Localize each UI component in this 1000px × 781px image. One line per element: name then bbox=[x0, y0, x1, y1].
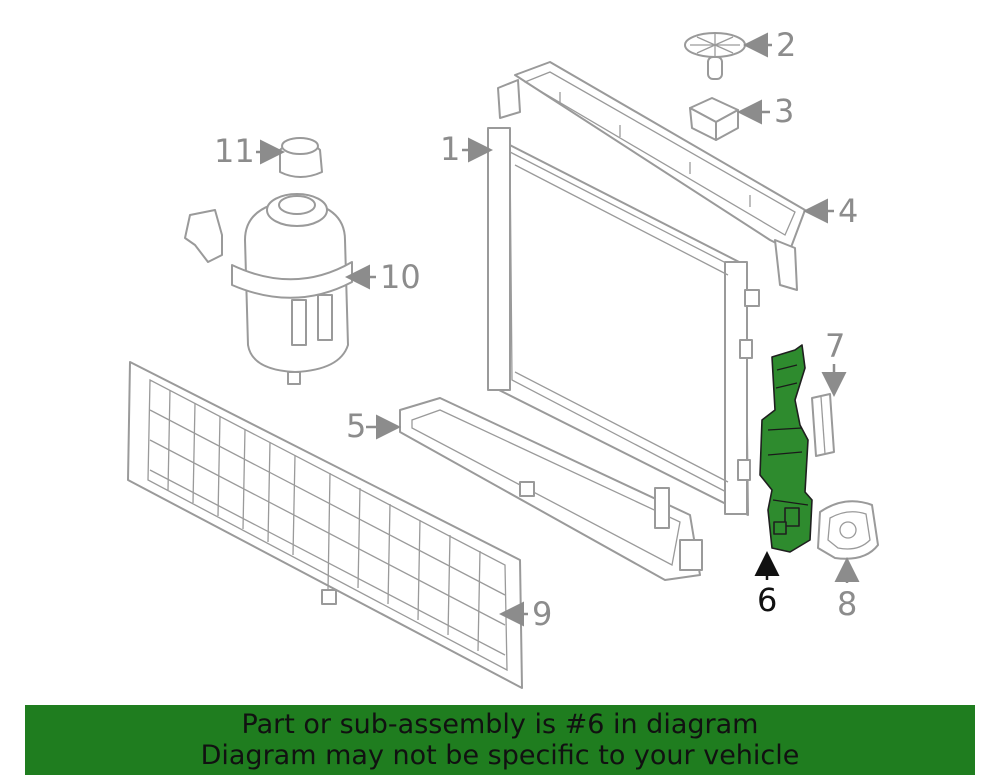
seal-strip-part bbox=[811, 393, 835, 457]
callout-6: 6 bbox=[754, 551, 780, 619]
callout-10: 10 bbox=[345, 258, 421, 296]
upper-carrier-part bbox=[497, 61, 806, 291]
callout-8: 8 bbox=[834, 557, 860, 623]
svg-text:11: 11 bbox=[214, 132, 255, 170]
radiator-part bbox=[487, 127, 760, 516]
tank-cap-part bbox=[279, 137, 323, 178]
svg-text:4: 4 bbox=[838, 192, 858, 230]
svg-text:1: 1 bbox=[440, 130, 460, 168]
square-clip-part bbox=[689, 97, 739, 141]
svg-text:10: 10 bbox=[380, 258, 421, 296]
info-banner: Part or sub-assembly is #6 in diagram Di… bbox=[25, 705, 975, 775]
callout-7: 7 bbox=[821, 327, 847, 397]
svg-text:8: 8 bbox=[837, 585, 857, 623]
banner-line-part-number: Part or sub-assembly is #6 in diagram bbox=[241, 709, 759, 740]
svg-text:7: 7 bbox=[825, 327, 845, 365]
callout-11: 11 bbox=[214, 132, 285, 170]
callout-3: 3 bbox=[737, 92, 794, 130]
air-duct-part bbox=[817, 500, 879, 560]
svg-text:9: 9 bbox=[532, 595, 552, 633]
expansion-tank-part bbox=[184, 193, 353, 385]
svg-text:2: 2 bbox=[776, 26, 796, 64]
callout-9: 9 bbox=[499, 595, 552, 633]
callout-1: 1 bbox=[440, 130, 493, 168]
callout-4: 4 bbox=[803, 192, 858, 230]
svg-text:6: 6 bbox=[757, 581, 777, 619]
parts-diagram: 1 2 3 4 5 6 7 8 9 10 11 bbox=[127, 26, 879, 689]
banner-line-disclaimer: Diagram may not be specific to your vehi… bbox=[200, 740, 800, 771]
svg-text:3: 3 bbox=[774, 92, 794, 130]
bracket-part-highlighted bbox=[759, 344, 813, 553]
push-clip-part bbox=[684, 32, 746, 80]
svg-text:5: 5 bbox=[346, 407, 366, 445]
callout-5: 5 bbox=[346, 407, 401, 445]
callout-2: 2 bbox=[743, 26, 796, 64]
grille-shroud-part bbox=[127, 361, 523, 689]
